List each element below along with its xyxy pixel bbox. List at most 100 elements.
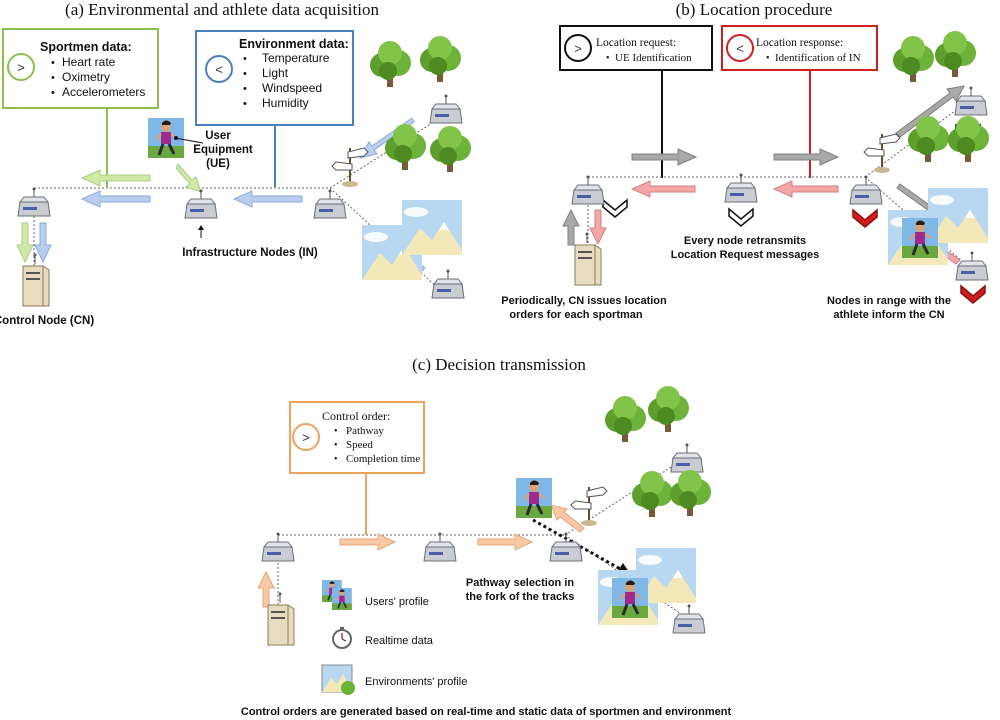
request-arrow <box>631 148 698 166</box>
order-heading: Control order: <box>322 409 390 423</box>
pathway-caption: Pathway selection in <box>466 577 574 589</box>
location-response-box: < Location response: • Identification of… <box>721 25 878 71</box>
tree-icon <box>632 471 673 517</box>
infrastructure-node-icon <box>184 189 218 219</box>
response-item: Identification of IN <box>775 52 861 64</box>
bullet-icon: • <box>51 72 55 84</box>
send-symbol-icon <box>292 423 320 451</box>
athlete-photo-icon <box>900 216 940 260</box>
tree-icon <box>893 36 934 82</box>
sportmen-item: Accelerometers <box>62 85 145 99</box>
order-item: Completion time <box>346 453 420 465</box>
footer-caption: Control orders are generated based on re… <box>241 706 732 718</box>
request-heading: Location request: <box>596 37 676 49</box>
response-heading: Location response: <box>756 37 843 49</box>
infrastructure-node-icon <box>571 175 605 205</box>
bullet-icon: • <box>51 57 55 69</box>
receive-symbol: < <box>736 41 744 56</box>
chevron-down-icon <box>728 207 754 227</box>
bullet-icon: • <box>243 83 247 95</box>
bullet-icon: • <box>243 98 247 110</box>
infrastructure-node-icon <box>955 251 989 281</box>
pathway-arrow <box>532 518 625 573</box>
ue-label: Equipment <box>193 144 253 156</box>
order-item: Speed <box>346 439 373 451</box>
tree-icon <box>420 36 461 82</box>
bullet-icon: • <box>334 454 338 465</box>
signpost-icon <box>863 133 901 174</box>
infrastructure-node-icon <box>672 604 706 634</box>
send-symbol: > <box>574 41 582 56</box>
periodic-caption: Periodically, CN issues location <box>501 295 667 307</box>
order-arrow <box>477 533 534 551</box>
response-arrow <box>630 180 696 198</box>
environment-item: Humidity <box>262 96 309 110</box>
send-symbol-icon <box>564 34 592 62</box>
infrastructure-node-icon <box>549 532 583 562</box>
retransmit-caption: Every node retransmits <box>684 235 806 247</box>
tree-icon <box>948 116 989 162</box>
retransmit-caption: Location Request messages <box>671 249 820 261</box>
in-label: Infrastructure Nodes (IN) <box>182 247 318 259</box>
tree-icon <box>935 31 976 77</box>
data-arrow <box>80 190 151 208</box>
data-arrow <box>16 222 34 264</box>
infrastructure-node-icon <box>423 532 457 562</box>
tree-icon <box>670 470 711 516</box>
infrastructure-node-icon <box>849 175 883 205</box>
sportmen-item: Oximetry <box>62 70 110 84</box>
order-arrow <box>550 504 585 533</box>
environment-item: Temperature <box>262 51 330 65</box>
sportmen-heading: Sportmen data: <box>40 40 132 54</box>
panel-b-title: (b) Location procedure <box>676 0 833 19</box>
request-arrow <box>773 148 840 166</box>
tree-icon <box>648 386 689 432</box>
receive-symbol: < <box>215 62 223 77</box>
infrastructure-node-icon <box>670 443 704 473</box>
athlete-photo-icon <box>146 116 186 160</box>
ue-label: User <box>205 130 231 142</box>
bullet-icon: • <box>766 53 770 64</box>
landscape-icon <box>402 200 462 255</box>
control-order-box: > Control order: • Pathway • Speed • Com… <box>289 401 425 474</box>
tree-icon <box>430 126 471 172</box>
request-arrow <box>895 85 965 138</box>
send-symbol: > <box>302 430 310 445</box>
environment-heading: Environment data: <box>239 37 349 51</box>
chevron-down-icon <box>852 208 878 228</box>
stopwatch-icon <box>332 626 352 649</box>
location-request-box: > Location request: • UE Identification <box>559 25 713 71</box>
receive-symbol-icon <box>205 55 233 83</box>
infrastructure-node-icon <box>17 187 51 217</box>
infrastructure-node-icon <box>429 94 463 124</box>
tree-icon <box>605 396 646 442</box>
signpost-icon <box>331 147 369 188</box>
response-arrow <box>772 180 839 198</box>
chevron-down-icon <box>960 284 986 304</box>
legend-environments-profile: Environments' profile <box>365 676 467 688</box>
bullet-icon: • <box>51 87 55 99</box>
range-caption: athlete inform the CN <box>833 309 944 321</box>
environment-data-box: < Environment data: • Temperature • Ligh… <box>195 30 354 126</box>
order-arrow <box>257 570 275 608</box>
control-node-server-icon <box>22 253 50 307</box>
sportmen-item: Heart rate <box>62 55 116 69</box>
data-arrow <box>80 169 151 187</box>
send-symbol-icon <box>7 53 35 81</box>
bullet-icon: • <box>243 53 247 65</box>
legend-users-profile: Users' profile <box>365 596 429 608</box>
infrastructure-node-icon <box>313 189 347 219</box>
ue-label: (UE) <box>206 158 230 170</box>
environments-profile-icon <box>321 664 355 695</box>
environment-item: Light <box>262 66 289 80</box>
panel-a-title: (a) Environmental and athlete data acqui… <box>65 0 379 19</box>
sportmen-data-box: > Sportmen data: • Heart rate • Oximetry… <box>2 28 159 109</box>
bullet-icon: • <box>334 440 338 451</box>
bullet-icon: • <box>243 68 247 80</box>
tree-icon <box>385 124 426 170</box>
range-caption: Nodes in range with the <box>827 295 951 307</box>
pathway-caption: the fork of the tracks <box>466 591 575 603</box>
order-item: Pathway <box>346 425 384 437</box>
legend-realtime-data: Realtime data <box>365 635 434 647</box>
response-arrow <box>589 209 607 246</box>
